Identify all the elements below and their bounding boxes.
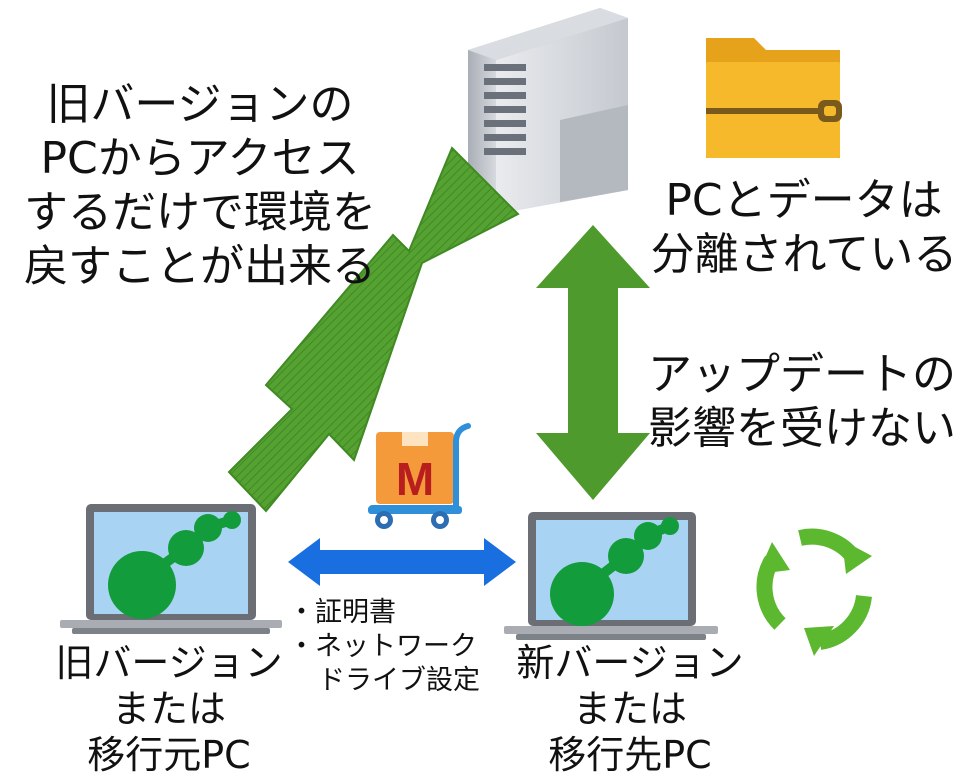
caption-line: 新バージョン	[516, 641, 744, 685]
callout-line: するだけで環境を	[24, 187, 376, 238]
caption-line: または	[111, 687, 226, 731]
caption-line: または	[572, 687, 687, 731]
transfer-arrow	[288, 538, 516, 586]
old-access-callout: 旧バージョンの PCからアクセス するだけで環境を 戻すことが出来る	[10, 78, 390, 294]
callout-line: 戻すことが出来る	[24, 241, 376, 292]
transfer-item: ・ネットワーク	[288, 631, 477, 662]
separated-callout: PCとデータは 分離されている	[634, 174, 974, 282]
vertical-sync-arrow	[536, 225, 650, 500]
cart-box-letter: M	[396, 453, 434, 505]
refresh-cycle-icon	[756, 528, 872, 656]
caption-line: 旧バージョン	[55, 641, 283, 685]
transfer-items-list: ・証明書 ・ネットワーク ドライブ設定	[288, 596, 508, 698]
callout-line: 分離されている	[650, 229, 958, 280]
new-pc-caption: 新バージョン または 移行先PC	[500, 640, 760, 778]
old-pc-caption: 旧バージョン または 移行元PC	[40, 640, 298, 778]
old-laptop-icon	[60, 504, 282, 634]
migration-cart-icon: M	[368, 423, 471, 529]
caption-line: 移行先PC	[548, 733, 712, 777]
callout-line: 旧バージョンの	[46, 79, 354, 130]
update-callout: アップデートの 影響を受けない	[630, 348, 974, 456]
transfer-item: ドライブ設定	[318, 665, 480, 696]
server-icon	[468, 8, 628, 214]
zip-folder-icon	[706, 38, 842, 158]
callout-line: PCとデータは	[665, 175, 943, 226]
callout-line: PCからアクセス	[40, 133, 360, 184]
transfer-item: ・証明書	[288, 597, 396, 628]
new-laptop-icon	[504, 512, 718, 640]
diagonal-sync-arrow	[227, 146, 520, 513]
caption-line: 移行元PC	[87, 733, 251, 777]
callout-line: アップデートの	[648, 349, 956, 400]
callout-line: 影響を受けない	[648, 403, 956, 454]
